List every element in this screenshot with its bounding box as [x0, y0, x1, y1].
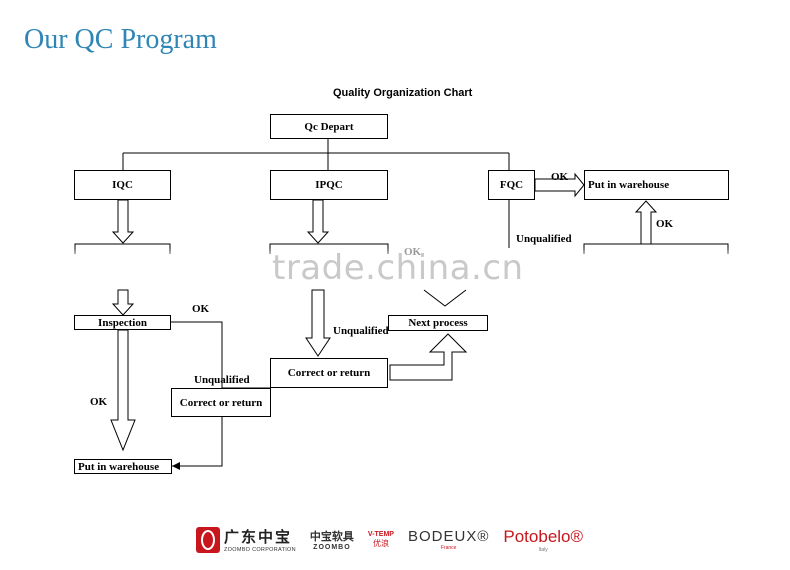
- zoombo2-en-text: ZOOMBO: [313, 544, 351, 551]
- inspection-ok-arrow: [110, 329, 136, 452]
- zoombo2-cn-text: 中宝软具: [309, 530, 354, 543]
- ipqc-unqualified-arrow: [305, 289, 331, 357]
- inspection-box: Inspection: [74, 315, 171, 330]
- vtemp-text: V-TEMP: [367, 530, 394, 538]
- fqc-right-arrow: [534, 172, 585, 198]
- zoombo-en-text: ZOOMBO CORPORATION: [224, 547, 296, 553]
- bodeux-sub-text: France: [440, 545, 457, 551]
- inspection-down-arrow: [111, 289, 135, 316]
- return-to-next-process-arrow: [389, 333, 468, 381]
- watermark: trade.china.cn: [272, 248, 524, 288]
- chart-title: Quality Organization Chart: [333, 87, 473, 99]
- ipqc-down-arrow: [306, 199, 330, 244]
- correct-or-return-center-box: Correct or return: [270, 358, 388, 388]
- ok-label-inspection: OK: [192, 303, 210, 315]
- ok-label-fqc: OK: [551, 171, 569, 183]
- iqc-box: IQC: [74, 170, 171, 200]
- next-process-chevron: [423, 289, 467, 307]
- inspection-right-line: [170, 321, 223, 388]
- return-to-warehouse-line: [172, 416, 223, 467]
- vtemp-cn-text: 优浪: [372, 538, 389, 548]
- ok-label-right: OK: [656, 218, 674, 230]
- qc-depart-box: Qc Depart: [270, 114, 388, 139]
- potobelo-logo: Potobelo® Italy: [503, 527, 583, 553]
- zoombo-soft-logo: 中宝软具 ZOOMBO: [310, 528, 354, 551]
- put-in-warehouse-right-box: Put in warehouse: [584, 170, 729, 200]
- unqualified-label-fqc: Unqualified: [516, 233, 572, 245]
- warehouse-up-arrow: [634, 200, 658, 245]
- warehouse-arrowhead: [172, 462, 180, 470]
- bodeux-text: BODEUX®: [407, 528, 490, 545]
- zoombo-mark-icon: [196, 526, 220, 553]
- zoombo-logo: 广东中宝 ZOOMBO CORPORATION: [196, 526, 296, 553]
- brand-logos: 广东中宝 ZOOMBO CORPORATION 中宝软具 ZOOMBO V-TE…: [196, 526, 583, 553]
- ipqc-box: IPQC: [270, 170, 388, 200]
- page-title: Our QC Program: [24, 24, 217, 55]
- vtemp-logo: V-TEMP 优浪: [368, 531, 394, 549]
- unqualified-label-ipqc: Unqualified: [333, 325, 389, 337]
- fqc-box: FQC: [488, 170, 535, 200]
- bodeux-logo: BODEUX® France: [408, 528, 489, 551]
- potobelo-text: Potobelo®: [503, 526, 584, 546]
- zoombo-cn-text: 广东中宝: [224, 528, 293, 546]
- iqc-down-arrow: [111, 199, 135, 244]
- ok-label-faint: OK: [404, 246, 422, 258]
- correct-or-return-left-box: Correct or return: [171, 388, 271, 417]
- next-process-box: Next process: [388, 315, 488, 331]
- potobelo-sub-text: Italy: [538, 546, 548, 553]
- ok-label-bottom: OK: [90, 396, 108, 408]
- put-in-warehouse-bottom-box: Put in warehouse: [74, 459, 172, 474]
- fade-band: [62, 248, 752, 288]
- unqualified-label-left: Unqualified: [194, 374, 250, 386]
